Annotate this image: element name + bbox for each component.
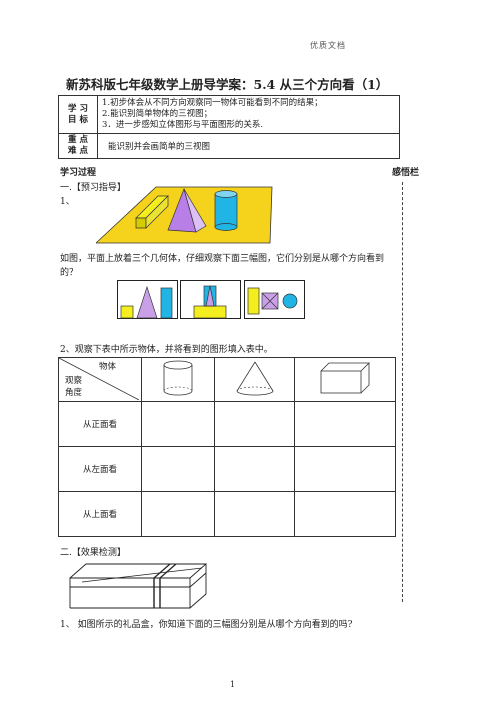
diag-label-angle: 角度	[65, 388, 83, 398]
section1-heading: 一.【预习指导】	[60, 183, 126, 193]
answer-cell[interactable]	[140, 491, 216, 537]
cylinder-cell	[140, 357, 216, 402]
cylinder-outline-icon	[163, 360, 193, 396]
objectives-content: 1.初步体会从不同方向观察同一物体可能看到不同的结果； 2.能识别简单物体的三视…	[97, 95, 400, 134]
gift-box-figure	[69, 563, 208, 609]
row-label-left: 从左面看	[58, 446, 142, 492]
margin-divider	[402, 182, 403, 602]
section2-heading: 二.【效果检测】	[60, 548, 126, 558]
answer-cell[interactable]	[140, 401, 216, 447]
cuboid-cell	[294, 357, 396, 402]
diagonal-header-cell: 物体 观察 角度	[58, 357, 142, 402]
answer-cell[interactable]	[294, 401, 396, 447]
row-label-top: 从上面看	[58, 491, 142, 537]
item1-label: 1、	[60, 197, 75, 207]
view-fill-table: 物体 观察 角度	[58, 357, 396, 537]
keypoints-content: 能识别并会画简单的三视图	[97, 133, 400, 159]
answer-cell[interactable]	[214, 491, 296, 537]
cylinder-shape	[214, 190, 238, 231]
diagonal-line	[59, 358, 139, 400]
prism-shape	[135, 195, 169, 229]
section2-question1: 1、 如图所示的礼品盒，你知道下面的三幅图分别是从哪个方向看到的吗?	[60, 620, 353, 630]
page-number: 1	[230, 680, 236, 689]
question1-text: 如图，平面上放着三个几何体，仔细观察下面三幅图，它们分别是从哪个方向看到的？	[60, 254, 385, 278]
diag-label-object: 物体	[99, 362, 117, 372]
item2-text: 2、观察下表中所示物体，并将看到的图形填入表中。	[60, 345, 273, 355]
answer-cell[interactable]	[140, 446, 216, 492]
answer-cell[interactable]	[294, 446, 396, 492]
objectives-label: 学 习目 标	[58, 95, 98, 134]
keypoints-label: 重 点难 点	[58, 133, 98, 159]
answer-cell[interactable]	[214, 401, 296, 447]
view-figure-a	[117, 280, 178, 319]
objectives-table: 学 习目 标 1.初步体会从不同方向观察同一物体可能看到不同的结果； 2.能识别…	[58, 95, 400, 159]
cone-outline-icon	[236, 361, 274, 396]
cuboid-outline-icon	[320, 362, 371, 394]
solids-on-plane-figure	[96, 186, 273, 244]
view-figure-b	[180, 280, 241, 319]
answer-cell[interactable]	[294, 491, 396, 537]
cone-shape	[167, 187, 207, 233]
margin-label: 感悟栏	[392, 168, 420, 178]
view-figure-c	[244, 280, 305, 319]
answer-cell[interactable]	[214, 446, 296, 492]
process-label: 学习过程	[60, 168, 97, 178]
page-header-watermark: 优质文档	[310, 41, 346, 50]
row-label-front: 从正面看	[58, 401, 142, 447]
cone-cell	[214, 357, 296, 402]
diag-label-observe: 观察	[65, 376, 83, 386]
page-title: 新苏科版七年级数学上册导学案：5.4 从三个方向看（1）	[66, 77, 389, 92]
